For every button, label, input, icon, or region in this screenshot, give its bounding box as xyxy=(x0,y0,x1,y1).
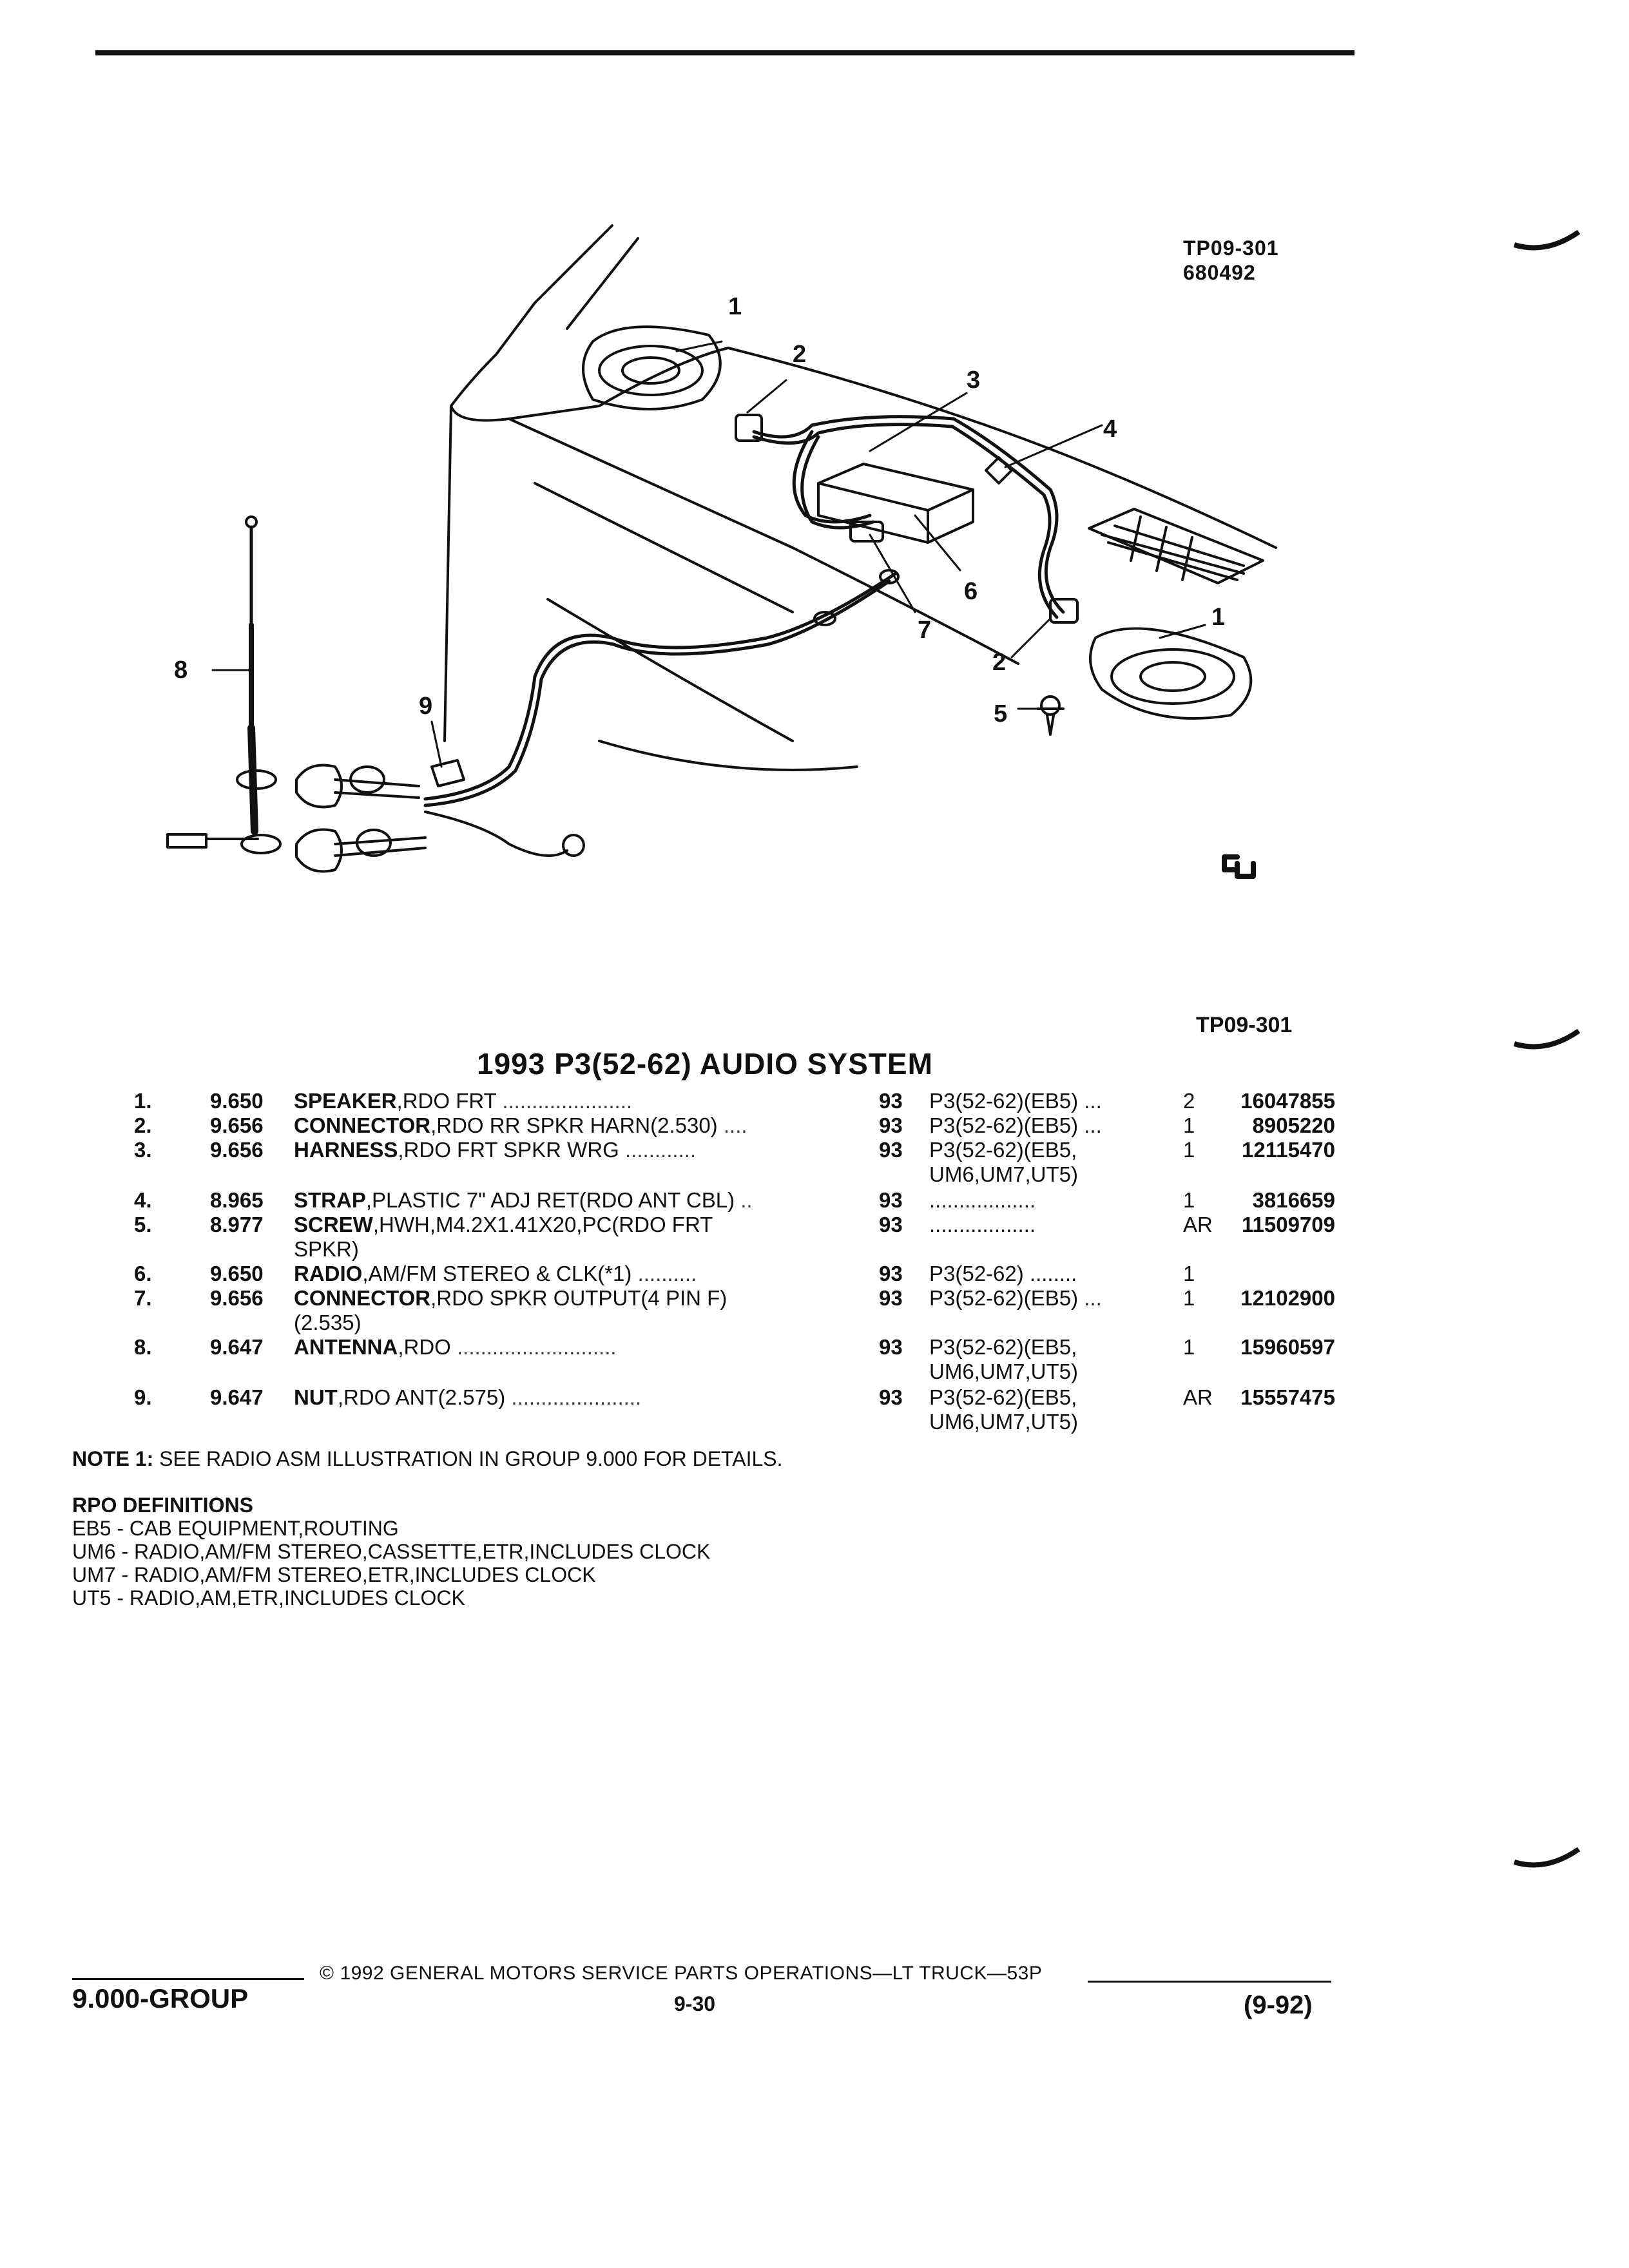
antenna-bolt xyxy=(166,833,259,849)
audio-system-diagram: 1 2 3 4 6 7 1 2 5 8 9 xyxy=(166,224,1277,879)
rpo-item: EB5 - CAB EQUIPMENT,ROUTING xyxy=(72,1517,399,1540)
antenna-mount xyxy=(295,764,427,873)
defroster-grille xyxy=(1088,508,1264,584)
footer-revision-date: (9-92) xyxy=(1244,1991,1313,2019)
binding-mark-icon xyxy=(1513,1028,1581,1050)
antenna-nut xyxy=(430,759,465,787)
footer-group: 9.000-GROUP xyxy=(72,1983,249,2013)
antenna-cable xyxy=(423,572,898,801)
speaker-right xyxy=(1089,627,1253,720)
rpo-definitions: RPO DEFINITIONS EB5 - CAB EQUIPMENT,ROUT… xyxy=(72,1494,710,1610)
strap xyxy=(985,456,1013,485)
binding-mark-icon xyxy=(1513,229,1581,251)
footnote: NOTE 1: SEE RADIO ASM ILLUSTRATION IN GR… xyxy=(72,1447,782,1471)
cab-outline xyxy=(450,224,613,407)
binding-mark-icon xyxy=(1513,1847,1581,1868)
callout-1b: 1 xyxy=(1211,604,1225,631)
speaker-left xyxy=(582,325,722,410)
callout-6: 6 xyxy=(964,578,978,605)
callout-2b: 2 xyxy=(992,649,1006,676)
rpo-item: UT5 - RADIO,AM,ETR,INCLUDES CLOCK xyxy=(72,1586,465,1610)
rpo-heading: RPO DEFINITIONS xyxy=(72,1494,253,1517)
output-connector xyxy=(849,521,884,543)
speaker-screw xyxy=(1036,695,1065,736)
antenna-mast xyxy=(236,515,282,854)
illustration-id-line2: 680492 xyxy=(1183,261,1256,285)
callout-3: 3 xyxy=(967,367,980,394)
radio-unit xyxy=(817,463,974,544)
illustration-id-line1: TP09-301 xyxy=(1183,236,1279,260)
footnote-label: NOTE 1: xyxy=(72,1447,154,1470)
callout-2a: 2 xyxy=(793,341,806,368)
rpo-item: UM7 - RADIO,AM/FM STEREO,ETR,INCLUDES CL… xyxy=(72,1563,596,1586)
footer-rule-left xyxy=(72,1978,304,1980)
illustration-reference: TP09-301 xyxy=(1196,1013,1293,1037)
callout-8: 8 xyxy=(174,657,188,684)
rpo-item: UM6 - RADIO,AM/FM STEREO,CASSETTE,ETR,IN… xyxy=(72,1540,711,1563)
footer-copyright: © 1992 GENERAL MOTORS SERVICE PARTS OPER… xyxy=(320,1963,1043,1984)
callout-1a: 1 xyxy=(728,293,742,320)
section-title: 1993 P3(52-62) AUDIO SYSTEM xyxy=(477,1047,933,1081)
connector-left xyxy=(735,414,763,442)
connector-right xyxy=(1049,598,1079,624)
callout-7: 7 xyxy=(918,617,931,644)
speaker-harness xyxy=(752,415,1065,619)
footer-rule-right xyxy=(1088,1981,1331,1983)
top-rule xyxy=(95,50,1354,55)
corner-logo-icon xyxy=(1222,854,1256,879)
callout-9: 9 xyxy=(419,693,432,720)
footer-page-number: 9-30 xyxy=(674,1992,716,2015)
footnote-text: SEE RADIO ASM ILLUSTRATION IN GROUP 9.00… xyxy=(159,1447,783,1470)
callout-4: 4 xyxy=(1103,416,1117,443)
callout-5: 5 xyxy=(994,700,1007,727)
illustration-id: TP09-301 680492 xyxy=(1183,236,1279,285)
